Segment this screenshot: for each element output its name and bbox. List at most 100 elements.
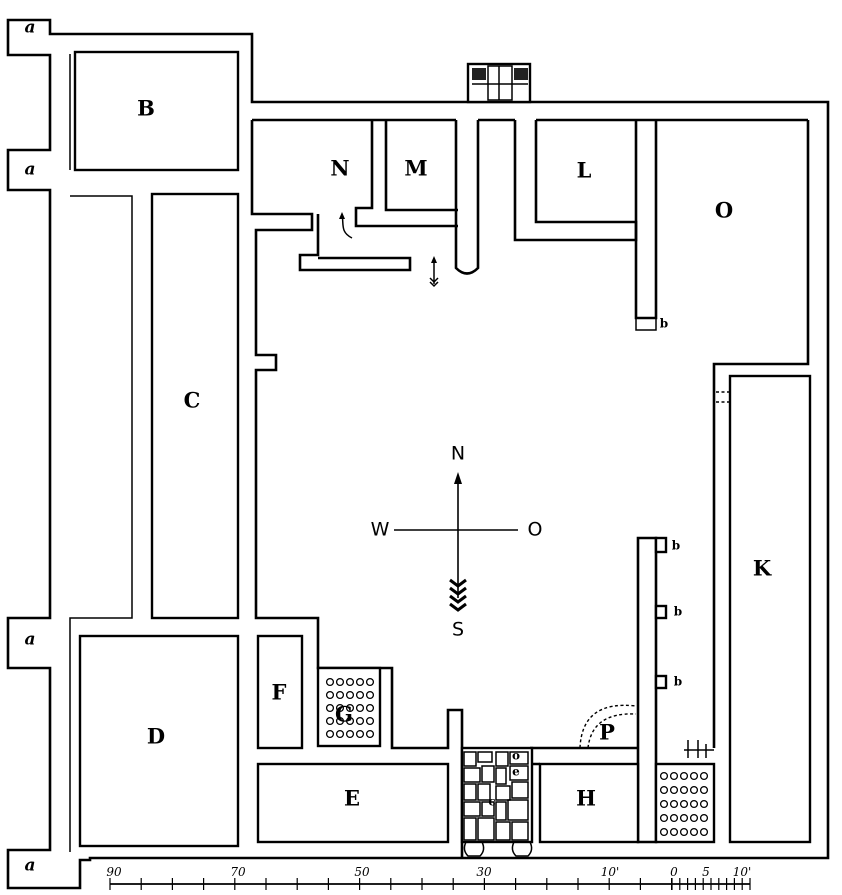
p-arch-inner [587, 713, 637, 749]
cistern-circle [345, 716, 355, 726]
cistern-circle [669, 771, 679, 781]
room-g [316, 666, 382, 748]
cistern-circle [325, 703, 335, 713]
label-room-b: B [137, 96, 155, 121]
south-gate [460, 746, 534, 844]
room-l-outline [513, 120, 638, 242]
o-column-base [635, 317, 657, 331]
cistern-circle [699, 813, 709, 823]
north-column [454, 120, 480, 275]
cistern-circle [355, 677, 365, 687]
cistern-circle [365, 703, 375, 713]
cistern-circle [689, 799, 699, 809]
cistern-circle [335, 703, 345, 713]
arrow-icon-n-room [339, 212, 353, 239]
cistern-circle [335, 677, 345, 687]
cistern-circle [669, 813, 679, 823]
room-f [256, 634, 304, 750]
cistern-circle [325, 690, 335, 700]
cistern-circle [699, 785, 709, 795]
room-k [728, 374, 812, 844]
cistern-circle [679, 813, 689, 823]
gatehouse-pier-left [472, 68, 486, 80]
cistern-circle [335, 690, 345, 700]
o-column [634, 120, 658, 320]
scale-bar [109, 878, 751, 890]
cistern-circle [699, 771, 709, 781]
scale-label-10: 10' [601, 865, 620, 879]
cistern-circle [365, 690, 375, 700]
label-room-p: P [599, 720, 615, 745]
scale-label-30: 30 [476, 865, 492, 879]
cistern-circle [659, 785, 669, 795]
cistern-circle [355, 716, 365, 726]
cistern-circle [355, 729, 365, 739]
room-b [73, 50, 240, 172]
cistern-circle [325, 677, 335, 687]
scale-label-50: 50 [354, 865, 370, 879]
cistern-circle [659, 799, 669, 809]
cistern-circle [345, 729, 355, 739]
cistern-circle [659, 813, 669, 823]
room-p-outline [530, 746, 638, 766]
gatehouse-bay [487, 65, 513, 101]
post-b3-block [654, 674, 668, 690]
label-post-b2: b [672, 539, 680, 553]
cistern-circle [669, 785, 679, 795]
label-post-b1: b [660, 317, 668, 331]
cistern-circle [325, 716, 335, 726]
room-d [78, 634, 240, 848]
cistern-circle [689, 813, 699, 823]
court-west-line [250, 120, 464, 858]
east-cistern-circles [659, 771, 709, 837]
label-gate-e: e [512, 765, 520, 779]
cistern-circle [659, 771, 669, 781]
cistern-circle [355, 703, 365, 713]
compass-south: S [452, 619, 464, 641]
cistern-circle [355, 690, 365, 700]
gate-stones [463, 751, 529, 841]
cistern-circle [365, 729, 375, 739]
scale-label-0: 0 [670, 865, 678, 879]
room-c [150, 192, 240, 620]
label-room-h: H [576, 786, 596, 811]
arrow-icon-court-north [429, 256, 439, 288]
label-room-f: F [272, 680, 287, 705]
compass-rose [394, 472, 518, 612]
gate-foot-right [511, 841, 533, 857]
post-b1-block [654, 536, 668, 554]
scale-bar-ticks [109, 878, 751, 890]
cistern-circle [689, 785, 699, 795]
room-g-cistern-circles [325, 677, 375, 739]
cistern-circle [365, 677, 375, 687]
room-m-outline [384, 120, 458, 212]
label-post-b4: b [674, 675, 682, 689]
label-tower-a4: a [24, 856, 35, 876]
cistern-circle [679, 785, 689, 795]
compass-west: W [371, 519, 390, 541]
cistern-circle [699, 799, 709, 809]
cistern-circle [345, 690, 355, 700]
cistern-circle [669, 827, 679, 837]
label-gate-o: o [512, 749, 520, 763]
gate-foot-left [463, 841, 485, 857]
cistern-circle [345, 677, 355, 687]
gatehouse-pier-right [514, 68, 528, 80]
label-gate-c: c [488, 795, 495, 809]
label-room-n: N [330, 156, 349, 181]
room-e [256, 762, 450, 844]
label-tower-a3: a [24, 630, 35, 650]
court-east-line [712, 120, 810, 748]
cistern-circle [335, 716, 345, 726]
cistern-circle [689, 771, 699, 781]
label-room-l: L [577, 158, 592, 183]
cistern-east-ticks [684, 740, 714, 758]
label-tower-a2: a [24, 160, 35, 180]
p-arch-outer [579, 704, 637, 749]
cistern-circle [679, 799, 689, 809]
compass-east: O [528, 519, 543, 541]
cistern-circle [699, 827, 709, 837]
cistern-circle [345, 703, 355, 713]
cistern-east [654, 762, 716, 844]
scale-label-70: 70 [230, 865, 246, 879]
